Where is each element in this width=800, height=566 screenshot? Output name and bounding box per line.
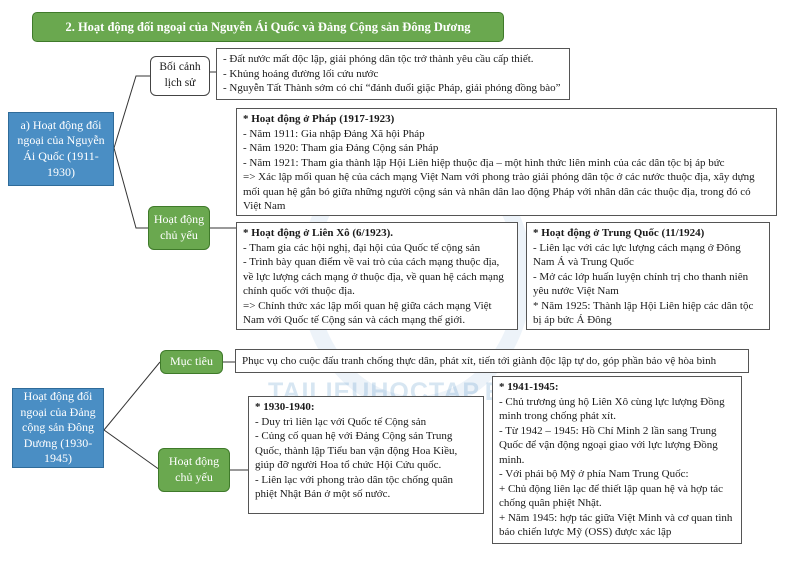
ussr-line: - Tham gia các hội nghị, đại hội của Quố…: [243, 241, 481, 254]
root-node-a: a) Hoạt động đối ngoại của Nguyễn Ái Quố…: [8, 112, 114, 186]
period-1941-line: - Từ 1942 – 1945: Hồ Chí Minh 2 lần sang…: [499, 424, 718, 466]
france-line: - Năm 1911: Gia nhập Đảng Xã hội Pháp: [243, 127, 425, 140]
period-1941-line: + Chủ động liên lạc để thiết lập quan hệ…: [499, 482, 724, 510]
ussr-heading: * Hoạt động ở Liên Xô (6/1923).: [243, 227, 394, 239]
china-box: * Hoạt động ở Trung Quốc (11/1924) - Liê…: [526, 222, 770, 330]
activities-node-a: Hoạt động chủ yếu: [148, 206, 210, 250]
ussr-line: - Trình bày quan điểm về vai trò của các…: [243, 256, 504, 298]
context-line: - Nguyễn Tất Thành sớm có chí “đánh đuổi…: [223, 82, 561, 95]
root-node-b: Hoạt động đối ngoại của Đảng cộng sản Đô…: [12, 388, 104, 468]
france-heading: * Hoạt động ở Pháp (1917-1923): [243, 113, 395, 125]
period-1941-heading: * 1941-1945:: [499, 381, 559, 393]
china-line: - Mở các lớp huấn luyện chính trị cho th…: [533, 270, 749, 298]
period-1941-box: * 1941-1945: - Chủ trương ủng hộ Liên Xô…: [492, 376, 742, 544]
period-1941-line: - Chủ trương ủng hộ Liên Xô cùng lực lượ…: [499, 395, 725, 423]
france-line: => Xác lập mối quan hệ của cách mạng Việ…: [243, 171, 755, 213]
ussr-line: => Chính thức xác lập mối quan hệ giữa c…: [243, 299, 492, 327]
ussr-box: * Hoạt động ở Liên Xô (6/1923). - Tham g…: [236, 222, 518, 330]
france-line: - Năm 1921: Tham gia thành lập Hội Liên …: [243, 156, 725, 169]
period-1930-heading: * 1930-1940:: [255, 401, 315, 413]
period-1930-line: - Duy trì liên lạc với Quốc tế Cộng sản: [255, 415, 427, 428]
context-line: - Đất nước mất độc lập, giải phóng dân t…: [223, 53, 534, 65]
period-1941-line: - Với phái bộ Mỹ ở phía Nam Trung Quốc:: [499, 468, 689, 481]
context-box: - Đất nước mất độc lập, giải phóng dân t…: [216, 48, 570, 100]
period-1941-line: + Năm 1945: hợp tác giữa Việt Minh và cơ…: [499, 511, 733, 539]
period-1930-box: * 1930-1940: - Duy trì liên lạc với Quốc…: [248, 396, 484, 514]
page-title: 2. Hoạt động đối ngoại của Nguyễn Ái Quố…: [32, 12, 504, 42]
china-heading: * Hoạt động ở Trung Quốc (11/1924): [533, 227, 705, 239]
china-line: - Liên lạc với các lực lượng cách mạng ở…: [533, 241, 741, 269]
goal-node: Mục tiêu: [160, 350, 223, 374]
activities-node-b: Hoạt động chủ yếu: [158, 448, 230, 492]
france-line: - Năm 1920: Tham gia Đảng Cộng sản Pháp: [243, 142, 439, 155]
goal-box: Phục vụ cho cuộc đấu tranh chống thực dâ…: [235, 349, 749, 373]
france-box: * Hoạt động ở Pháp (1917-1923) - Năm 191…: [236, 108, 777, 216]
context-node: Bối cảnh lịch sử: [150, 56, 210, 96]
china-line: * Năm 1925: Thành lập Hội Liên hiệp các …: [533, 299, 754, 327]
period-1930-line: - Liên lạc với phong trào dân tộc chống …: [255, 473, 453, 501]
period-1930-line: - Củng cố quan hệ với Đảng Cộng sản Trun…: [255, 430, 458, 472]
context-line: - Khủng hoảng đường lối cứu nước: [223, 67, 379, 80]
